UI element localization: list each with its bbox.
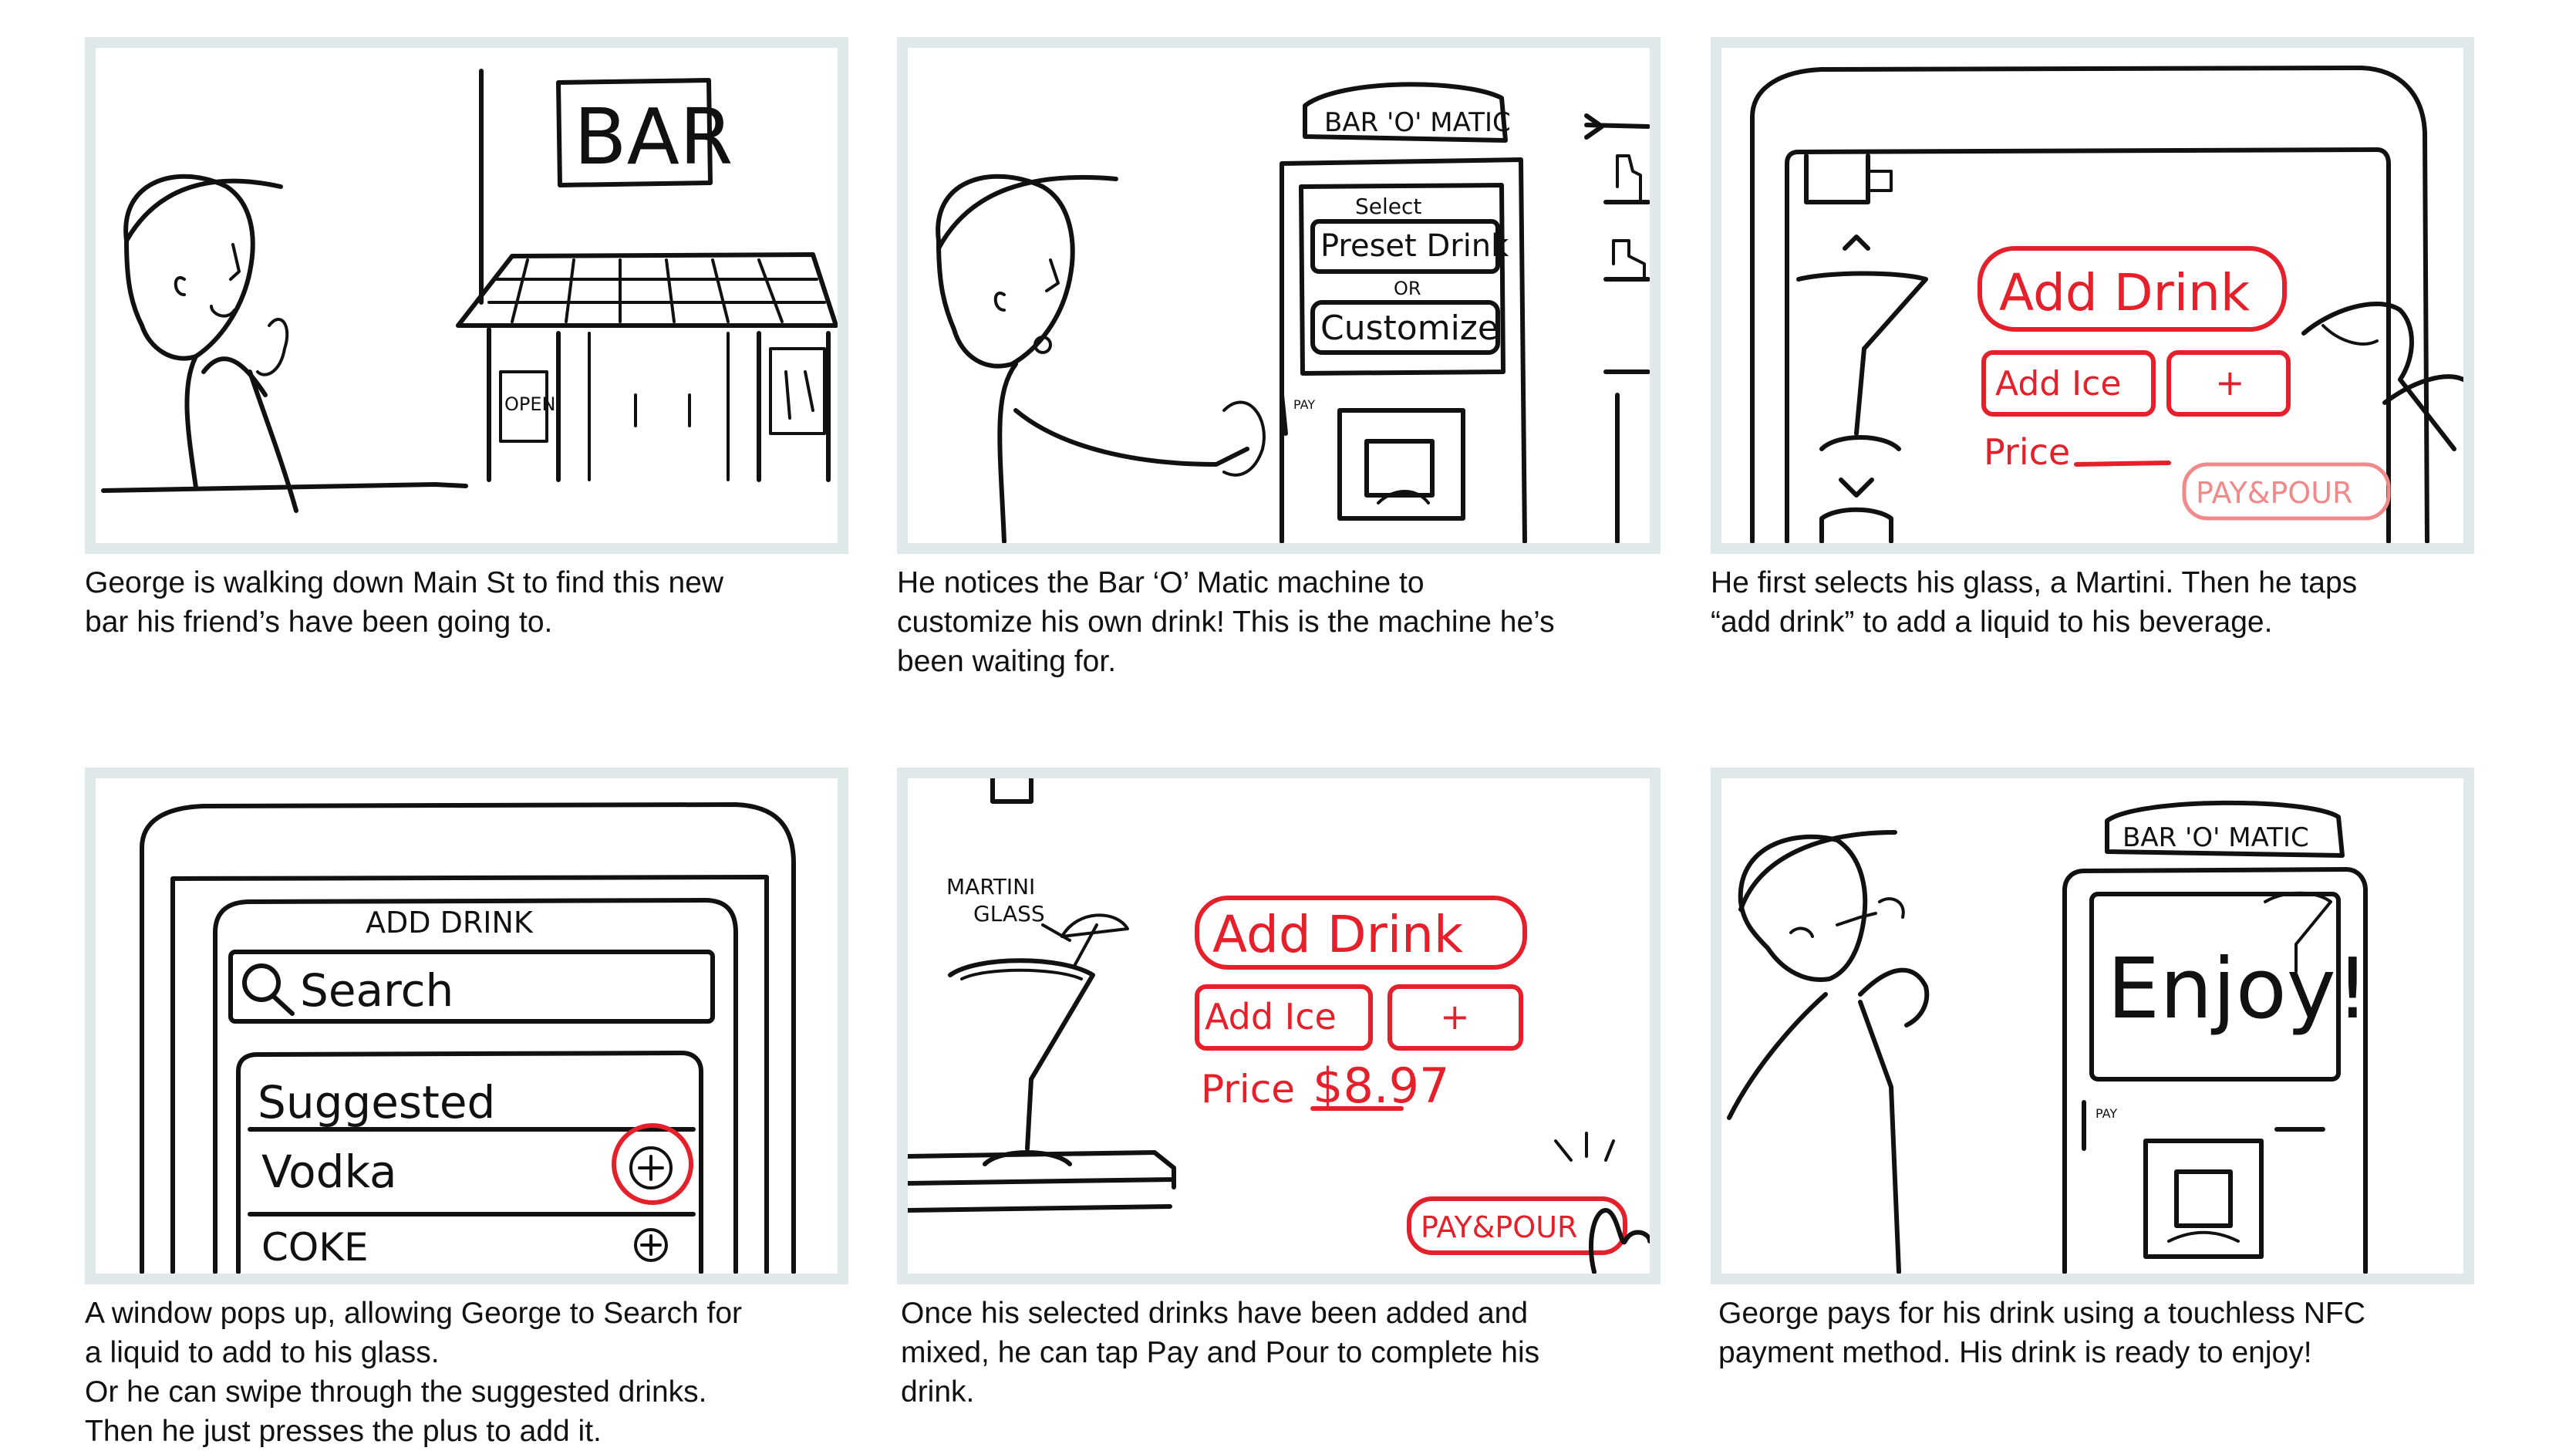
- storyboard-panel-6: BAR 'O' MATIC Enjoy! PAY: [1711, 768, 2474, 1284]
- glass-label-line-1: MARTINI: [946, 874, 1035, 899]
- add-vodka-button[interactable]: [629, 1146, 673, 1189]
- caption-panel-1: George is walking down Main St to find t…: [85, 566, 724, 639]
- svg-text:PAY&POUR: PAY&POUR: [2196, 476, 2352, 510]
- plus-button[interactable]: [1387, 984, 1523, 1051]
- machine-name: BAR 'O' MATIC: [2123, 822, 2309, 853]
- sketch-walking-to-bar: BAR OPEN: [101, 69, 838, 513]
- add-drink-button[interactable]: [1978, 246, 2287, 332]
- storyboard-panel-4: ADD DRINK Search Suggested Vodka COKE: [85, 768, 848, 1284]
- add-drink-button[interactable]: [1195, 896, 1527, 970]
- plus-button[interactable]: [2166, 350, 2291, 417]
- svg-text:+: +: [2215, 362, 2245, 403]
- open-sign: OPEN: [504, 393, 555, 415]
- price-label: Price: [1984, 431, 2070, 473]
- caption-panel-3: He first selects his glass, a Martini. T…: [1711, 566, 2358, 639]
- customize-option[interactable]: [1310, 300, 1500, 355]
- sketch-enjoy-drink: BAR 'O' MATIC Enjoy! PAY: [1727, 800, 2369, 1274]
- preset-drink-option[interactable]: [1310, 219, 1500, 274]
- window-title: ADD DRINK: [366, 906, 534, 940]
- add-ice-button[interactable]: [1981, 350, 2156, 417]
- search-icon: [242, 963, 281, 1002]
- storyboard-panel-3: Add Drink Add Ice + Price PAY&POUR: [1711, 37, 2474, 554]
- caption-panel-6: George pays for his drink using a touchl…: [1718, 1297, 2365, 1369]
- enjoy-text: Enjoy!: [2107, 941, 2369, 1038]
- svg-text:OR: OR: [1394, 278, 1421, 299]
- pay-and-pour-button[interactable]: [2182, 462, 2391, 521]
- svg-text:Add Ice: Add Ice: [1995, 364, 2121, 403]
- svg-text:PAY&POUR: PAY&POUR: [1421, 1210, 1577, 1244]
- svg-text:Customize: Customize: [1320, 309, 1499, 348]
- svg-text:Preset Drink: Preset Drink: [1320, 228, 1509, 264]
- sketch-select-glass-screen: Add Drink Add Ice + Price PAY&POUR: [1750, 66, 2463, 543]
- sketch-bar-o-matic-machine: BAR 'O' MATIC Select Preset Drink OR Cus…: [936, 82, 1650, 543]
- sketch-martini-price-screen: MARTINI GLASS Add Drink Add Ice + Price …: [908, 778, 1650, 1274]
- svg-text:Add Ice: Add Ice: [1205, 996, 1337, 1038]
- price-value: $8.97: [1313, 1058, 1450, 1114]
- svg-text:Select: Select: [1355, 194, 1421, 219]
- caption-panel-4: A window pops up, allowing George to Sea…: [85, 1297, 743, 1448]
- pay-tag: PAY: [2096, 1106, 2117, 1121]
- machine-name: BAR 'O' MATIC: [1324, 107, 1511, 138]
- machine-screen: [2089, 892, 2341, 1082]
- caption-panel-5: Once his selected drinks have been added…: [901, 1297, 1540, 1409]
- list-item: Vodka: [261, 1123, 693, 1205]
- svg-text:Search: Search: [300, 964, 453, 1017]
- pay-and-pour-button[interactable]: [1407, 1196, 1627, 1255]
- storyboard-panel-2: BAR 'O' MATIC Select Preset Drink OR Cus…: [897, 37, 1661, 554]
- svg-text:COKE: COKE: [261, 1225, 369, 1270]
- price-label: Price: [1201, 1067, 1295, 1112]
- glass-label-line-2: GLASS: [973, 901, 1045, 926]
- storyboard-panel-5: MARTINI GLASS Add Drink Add Ice + Price …: [897, 768, 1661, 1284]
- add-coke-button[interactable]: [634, 1228, 668, 1262]
- storyboard-panel-1: BAR OPEN: [85, 37, 848, 554]
- suggested-heading: Suggested: [258, 1076, 495, 1129]
- search-input[interactable]: [228, 950, 715, 1024]
- caption-panel-2: He notices the Bar ‘O’ Matic machine to …: [897, 566, 1555, 678]
- bar-sign-text: BAR: [574, 92, 733, 182]
- add-ice-button[interactable]: [1195, 984, 1373, 1051]
- highlight-circle: [612, 1123, 693, 1205]
- svg-text:Add Drink: Add Drink: [1999, 263, 2251, 322]
- svg-text:Vodka: Vodka: [261, 1146, 397, 1198]
- svg-text:+: +: [1440, 996, 1470, 1038]
- sketch-add-drink-window: ADD DRINK Search Suggested Vodka COKE: [140, 802, 796, 1274]
- svg-text:Add Drink: Add Drink: [1212, 905, 1464, 964]
- pay-tag: PAY: [1293, 397, 1315, 412]
- list-item: COKE: [261, 1225, 668, 1270]
